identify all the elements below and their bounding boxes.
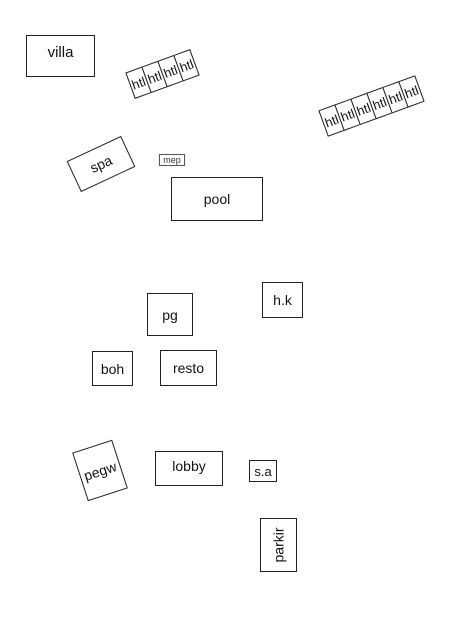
sa-label: s.a xyxy=(254,463,272,479)
parkir-label: parkir xyxy=(270,527,287,563)
resto-block: resto xyxy=(160,350,217,386)
spa-block: spa xyxy=(66,135,136,193)
boh-label: boh xyxy=(100,360,125,377)
pg-label: pg xyxy=(162,306,178,323)
mep-label: mep xyxy=(163,154,181,165)
parkir-block: parkir xyxy=(260,518,297,572)
pg-block: pg xyxy=(147,293,193,336)
hotel-room-strip-2: htl htl htl htl htl htl xyxy=(318,75,425,137)
lobby-label: lobby xyxy=(172,457,206,474)
pegw-block: pegw xyxy=(72,439,128,502)
boh-block: boh xyxy=(92,351,133,386)
housekeeping-label: h.k xyxy=(273,292,292,308)
lobby-block: lobby xyxy=(155,451,223,486)
spa-label: spa xyxy=(87,151,115,177)
pool-block: pool xyxy=(171,177,263,221)
housekeeping-block: h.k xyxy=(262,282,303,318)
hotel-room-strip-1: htl htl htl htl xyxy=(125,49,200,99)
villa-block: villa xyxy=(26,35,95,77)
resto-label: resto xyxy=(172,360,205,376)
sa-block: s.a xyxy=(249,460,277,482)
mep-block: mep xyxy=(159,154,185,166)
villa-label: villa xyxy=(47,43,74,61)
pegw-label: pegw xyxy=(81,457,119,484)
pool-label: pool xyxy=(203,191,231,207)
